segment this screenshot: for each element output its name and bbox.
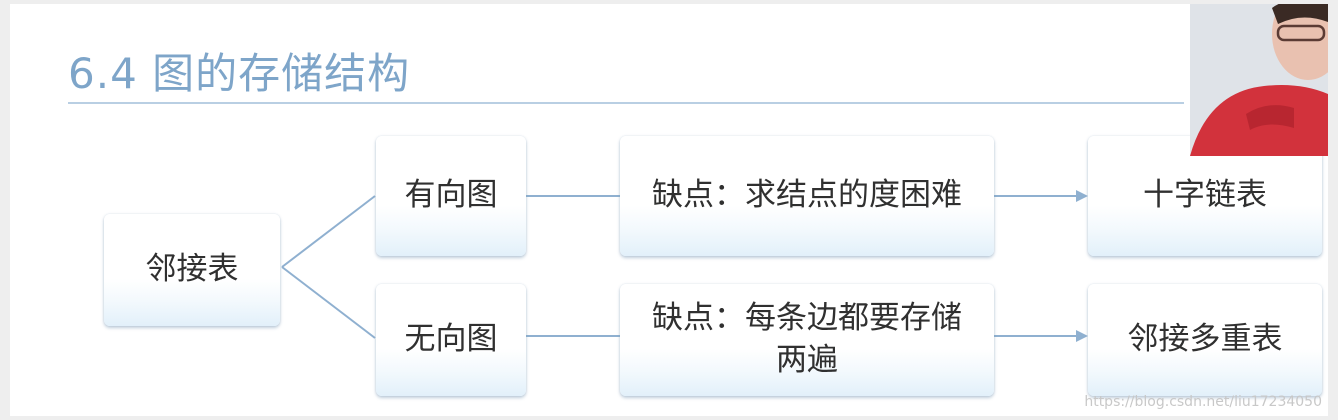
node-directed-drawback: 缺点：求结点的度困难 [620, 136, 994, 256]
node-adjacency-list: 邻接表 [104, 214, 280, 326]
node-undirected-graph-label: 无向图 [404, 321, 498, 358]
node-undirected-graph: 无向图 [376, 284, 526, 396]
node-adjacency-multilist-label: 邻接多重表 [1127, 321, 1283, 358]
node-directed-graph: 有向图 [376, 136, 526, 256]
node-undirected-drawback-line2: 两遍 [776, 342, 838, 378]
node-orthogonal-list: 十字链表 [1088, 136, 1322, 256]
node-directed-drawback-text: 缺点：求结点的度困难 [652, 177, 962, 214]
connector-lines [281, 190, 1088, 342]
presenter-image [1190, 4, 1328, 156]
node-undirected-drawback-line1: 缺点：每条边都要存储 [652, 300, 962, 337]
presenter-video [1190, 4, 1328, 156]
title-underline [68, 102, 1184, 104]
node-undirected-drawback: 缺点：每条边都要存储 两遍 [620, 284, 994, 396]
watermark-url: https://blog.csdn.net/liu17234050 [1084, 394, 1322, 410]
slide: 6.4 图的存储结构 邻接表 有向图 无向图 缺点：求结点的度困难 缺点：每条边… [10, 4, 1328, 416]
slide-title: 6.4 图的存储结构 [68, 49, 411, 98]
node-orthogonal-list-label: 十字链表 [1143, 177, 1267, 214]
arrowhead-directed [1076, 190, 1088, 202]
node-adjacency-multilist: 邻接多重表 [1088, 284, 1322, 396]
node-adjacency-list-label: 邻接表 [145, 251, 239, 288]
branch-line-directed [281, 195, 376, 268]
arrowhead-undirected [1076, 330, 1088, 342]
node-directed-graph-label: 有向图 [404, 177, 498, 214]
branch-line-undirected [281, 266, 376, 339]
